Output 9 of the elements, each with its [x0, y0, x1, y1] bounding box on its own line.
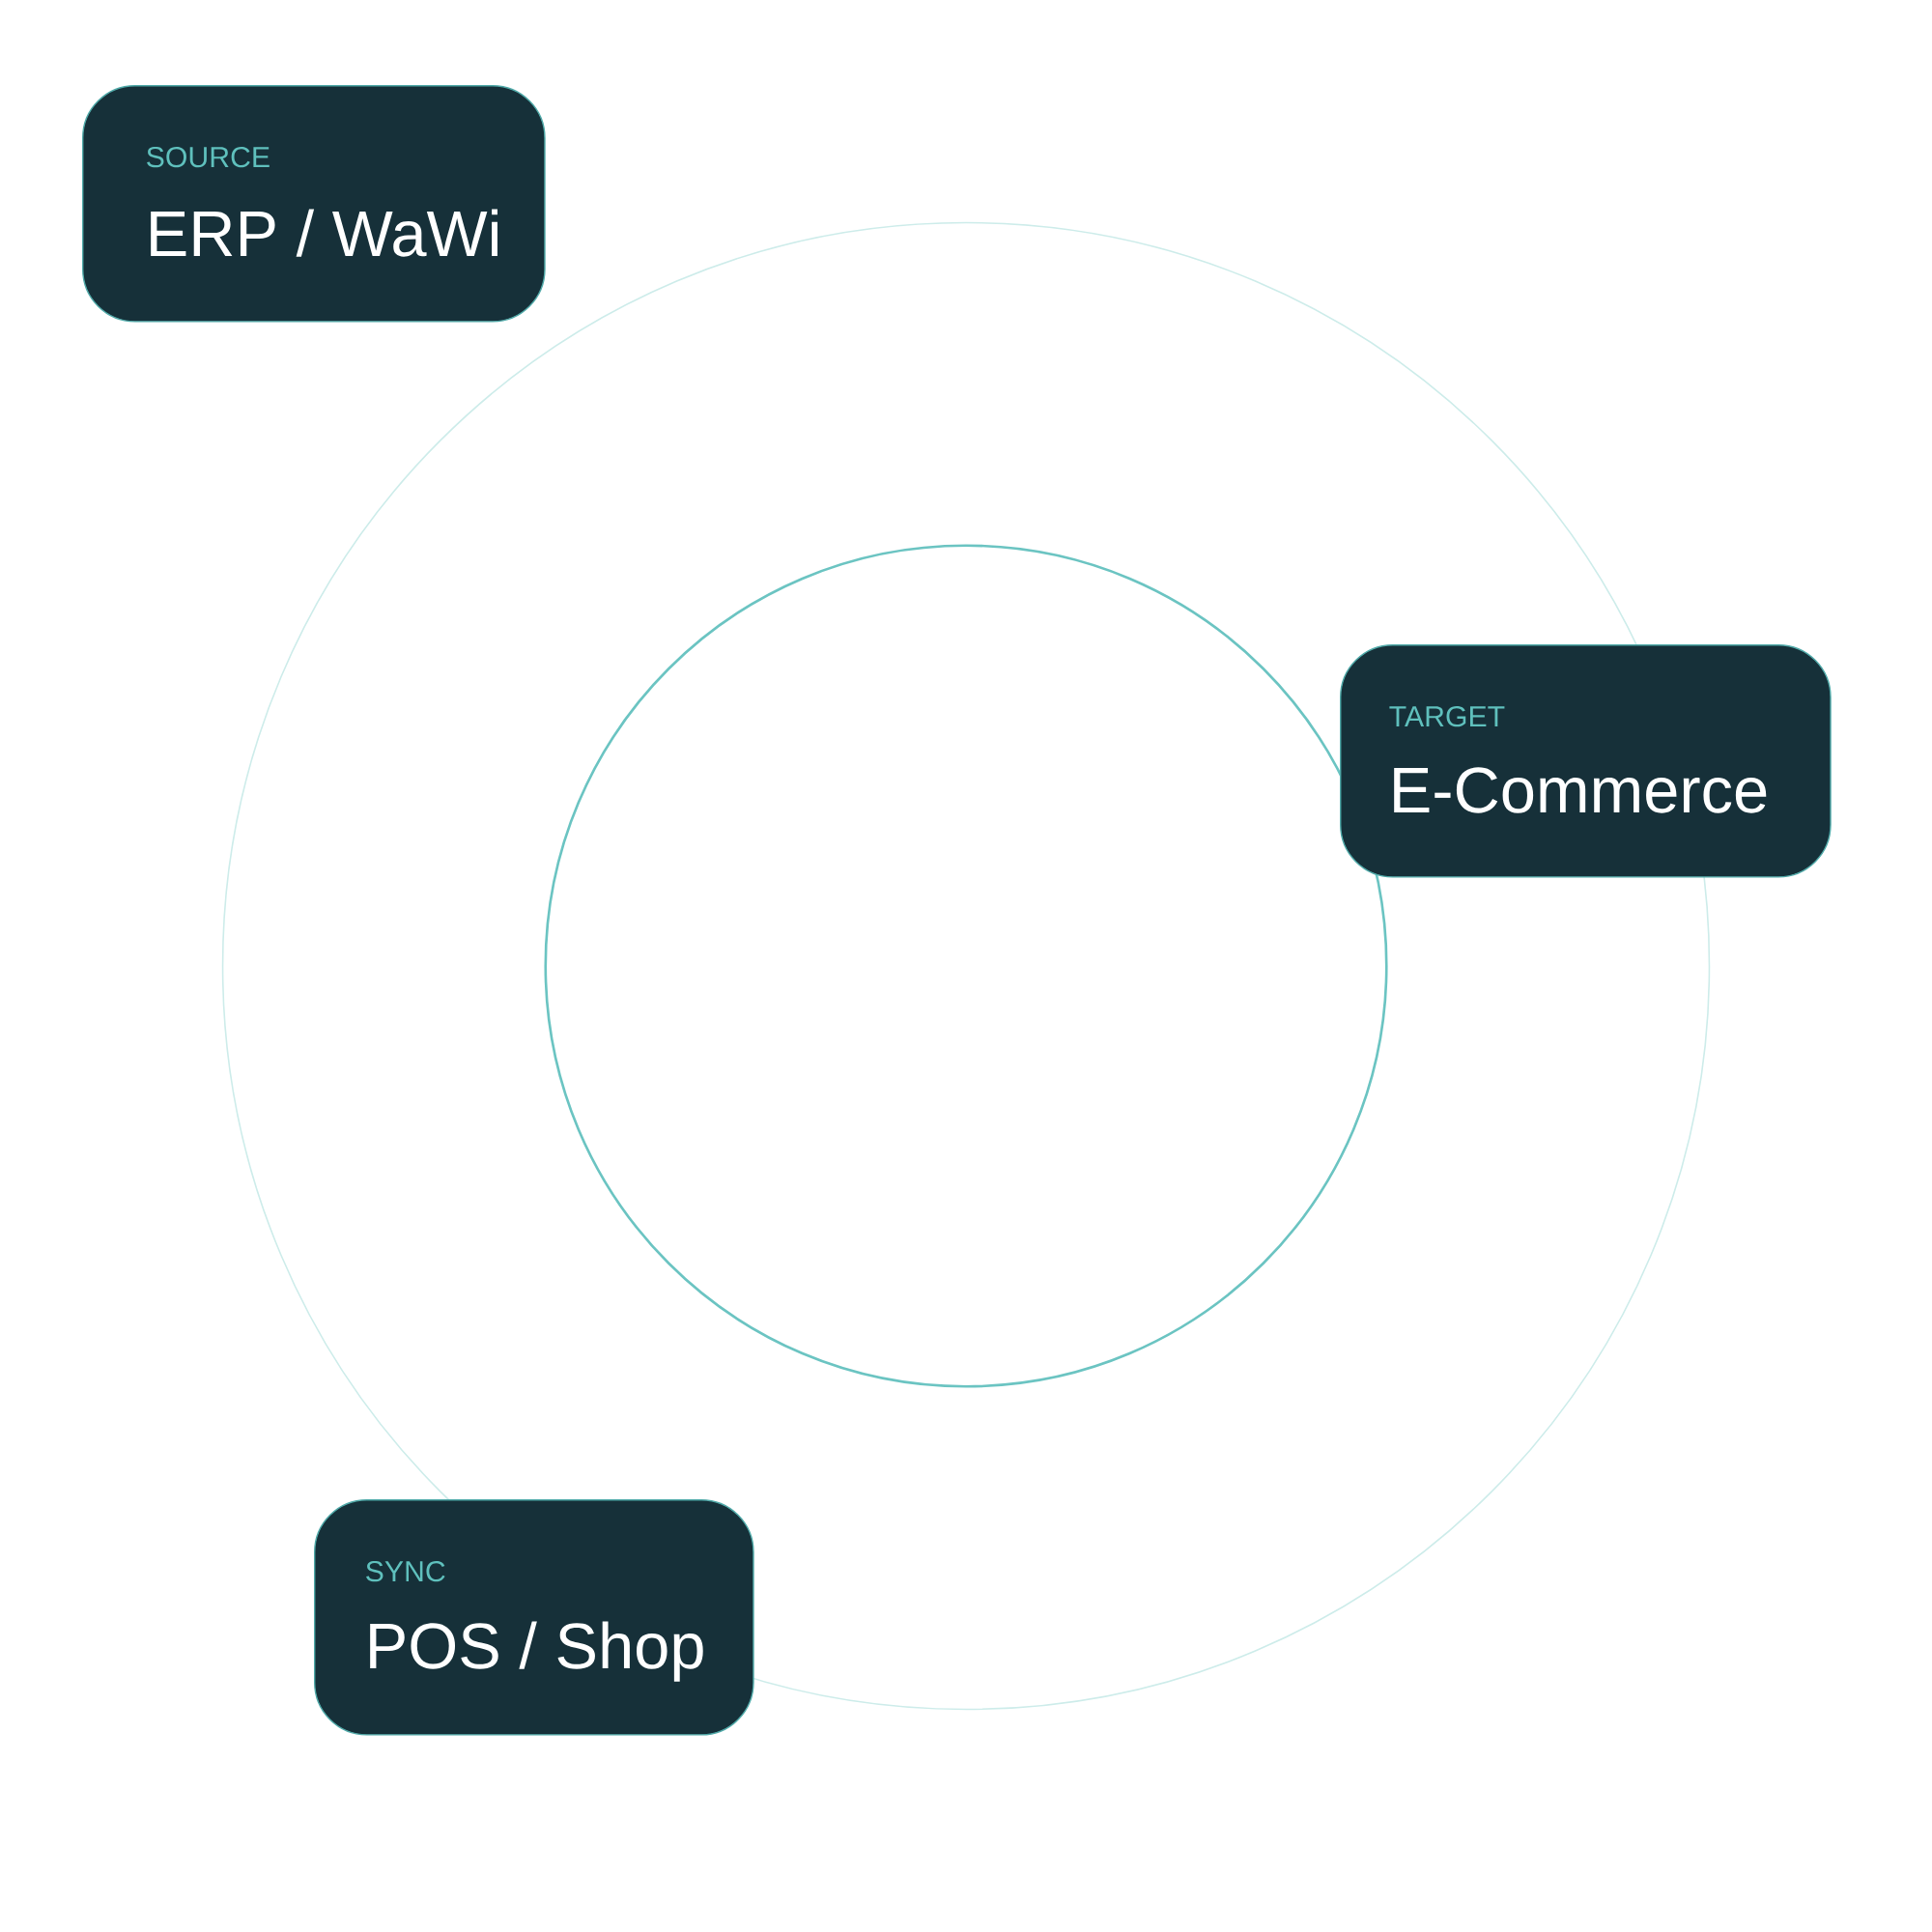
box-title: POS / Shop — [370, 1621, 703, 1682]
category-label: TARGET — [1389, 705, 1505, 727]
system-box — [82, 85, 546, 323]
category-label: SOURCE — [147, 146, 270, 168]
category-label: SYNC — [366, 1560, 445, 1582]
system-box — [314, 1499, 754, 1736]
system-box — [1340, 644, 1832, 878]
box-title: E-Commerce — [1394, 767, 1767, 813]
box-title: ERP / WaWi — [151, 209, 497, 257]
